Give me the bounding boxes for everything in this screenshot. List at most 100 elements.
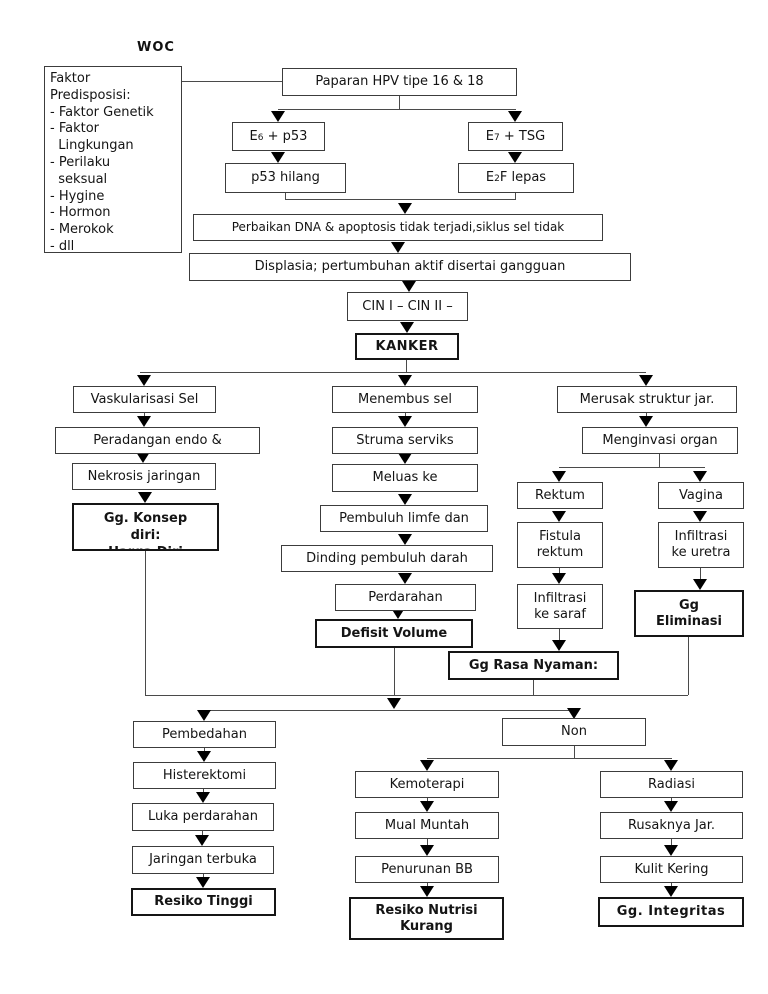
flow-line [406,359,407,373]
arrow-down-icon [693,511,707,522]
node-gg-integritas: Gg. Integritas [598,897,744,927]
node-gg-eliminasi: Gg Eliminasi [634,590,744,637]
arrow-down-icon [271,152,285,163]
flow-line [140,372,646,373]
arrow-down-icon [197,710,211,721]
node-menembus-sel: Menembus sel [332,386,478,413]
arrow-down-icon [567,708,581,719]
arrow-down-icon [664,886,678,897]
arrow-down-icon [137,416,151,427]
flow-line [659,453,660,468]
flow-line [646,413,647,417]
arrow-down-icon [196,792,210,803]
flow-line [688,636,689,695]
arrow-down-icon [398,203,412,214]
arrow-down-icon [664,760,678,771]
arrow-down-icon [398,534,412,545]
flow-line [700,568,701,580]
arrow-down-icon [420,760,434,771]
arrow-down-icon [391,242,405,253]
arrow-down-icon [398,573,412,584]
arrow-down-icon [400,322,414,333]
flow-line [285,199,515,200]
arrow-down-icon [196,877,210,888]
arrow-down-icon [508,152,522,163]
flow-line [671,798,672,802]
node-infiltrasi-ke-saraf: Infiltrasi ke saraf [517,584,603,629]
node-fistula-rektum: Fistula rektum [517,522,603,568]
node-infiltrasi-ke-uretra: Infiltrasi ke uretra [658,522,744,568]
flow-line [574,745,575,758]
node-pembedahan: Pembedahan [133,721,276,748]
node-resiko-nutrisi-kurang: Resiko Nutrisi Kurang [349,897,504,940]
node-merusak-struktur: Merusak struktur jar. [557,386,737,413]
flow-line [515,191,516,200]
flow-line [427,839,428,846]
arrow-down-icon [271,111,285,122]
arrow-down-icon [398,453,412,464]
node-e7-tsg: E7 + TSG [468,122,563,151]
arrow-down-icon [387,698,401,709]
flow-line [427,758,672,759]
arrow-down-icon [420,886,434,897]
node-peradangan-endo: Peradangan endo & [55,427,260,454]
node-resiko-tinggi: Resiko Tinggi [131,888,276,916]
flow-line [559,568,560,575]
arrow-down-icon [552,511,566,522]
arrow-down-icon [391,608,405,619]
arrow-down-icon [138,492,152,503]
node-rusaknya-jar: Rusaknya Jar. [600,812,743,839]
node-displasia: Displasia; pertumbuhan aktif disertai ga… [189,253,631,281]
predisposition-box: Faktor Predisposisi: - Faktor Genetik - … [44,66,182,254]
arrow-down-icon [639,416,653,427]
node-meluas-ke: Meluas ke [332,464,478,492]
flow-line [285,191,286,200]
flow-line [204,748,205,752]
flow-line [533,679,534,695]
flow-line [671,839,672,846]
node-non: Non [502,718,646,746]
arrow-down-icon [552,640,566,651]
node-vaskularisasi-sel: Vaskularisasi Sel [73,386,216,413]
node-jaringan-terbuka: Jaringan terbuka [132,846,274,874]
arrow-down-icon [398,375,412,386]
flow-line [145,550,146,695]
arrow-down-icon [137,375,151,386]
node-rektum: Rektum [517,482,603,509]
arrow-down-icon [508,111,522,122]
node-kemoterapi: Kemoterapi [355,771,499,798]
flow-line [202,831,203,836]
node-e6-p53: E6 + p53 [232,122,325,151]
node-kulit-kering: Kulit Kering [600,856,743,883]
arrow-down-icon [195,835,209,846]
node-vagina: Vagina [658,482,744,509]
node-p53-hilang: p53 hilang [225,163,346,193]
arrow-down-icon [664,845,678,856]
node-cin: CIN I – CIN II – [347,292,468,321]
node-luka-perdarahan: Luka perdarahan [132,803,274,831]
page-title: WOC [137,40,175,55]
node-paparan-hpv: Paparan HPV tipe 16 & 18 [282,68,517,96]
flow-line [671,883,672,887]
arrow-down-icon [402,281,416,292]
flow-line [204,710,575,711]
node-dinding-pembuluh-darah: Dinding pembuluh darah [281,545,493,572]
flow-line [144,413,145,417]
flow-line [427,798,428,802]
flow-line [427,883,428,887]
arrow-down-icon [398,416,412,427]
arrow-down-icon [398,494,412,505]
node-pembuluh-limfe: Pembuluh limfe dan [320,505,488,532]
flow-line [203,874,204,878]
node-perbaikan-dna: Perbaikan DNA & apoptosis tidak terjadi,… [193,214,603,241]
node-penurunan-bb: Penurunan BB [355,856,499,883]
node-gg-konsep-diri: Gg. Konsep diri: Harga Diri [72,503,219,551]
node-gg-rasa-nyaman: Gg Rasa Nyaman: [448,651,619,680]
node-e2f-lepas: E2F lepas [458,163,574,193]
node-struma-serviks: Struma serviks [332,427,478,454]
flow-line [181,81,282,82]
node-radiasi: Radiasi [600,771,743,798]
node-menginvasi-organ: Menginvasi organ [582,427,738,454]
arrow-down-icon [552,573,566,584]
